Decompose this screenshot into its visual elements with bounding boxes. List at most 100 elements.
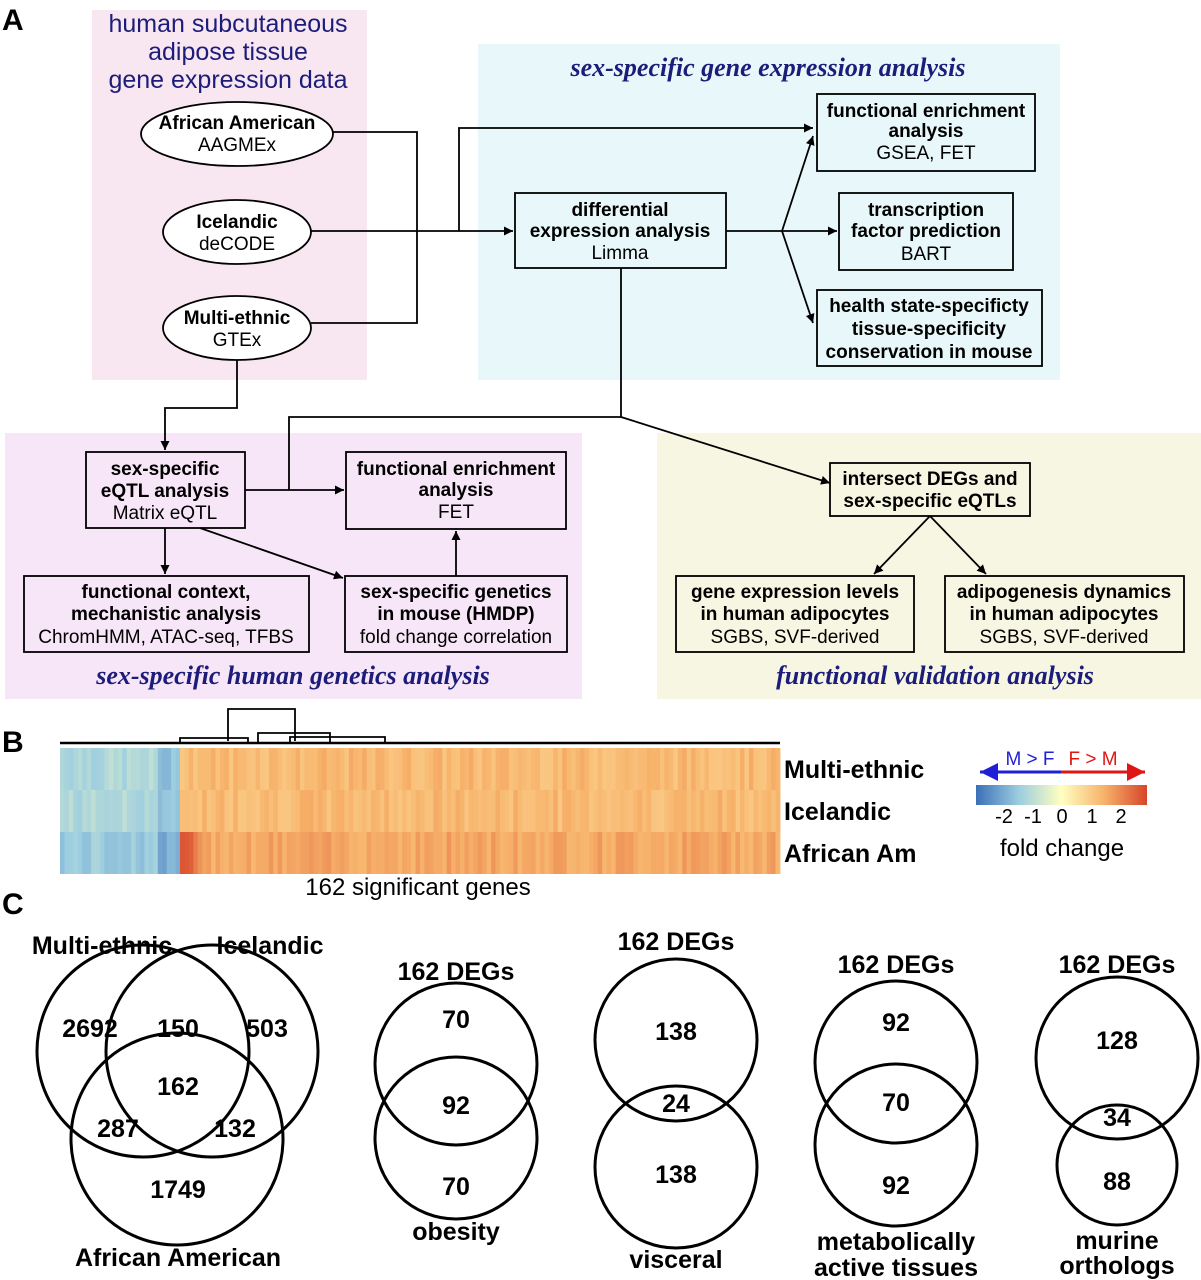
heatmap-cell xyxy=(397,790,403,832)
heatmap-cell xyxy=(104,748,110,790)
heatmap-cell xyxy=(415,832,421,874)
dendrogram-branch xyxy=(257,732,331,743)
heatmap-cell xyxy=(500,748,505,790)
node-title: conservation in mouse xyxy=(826,342,1033,363)
venn-value: 70 xyxy=(442,1173,470,1201)
heatmap-cell xyxy=(126,748,132,790)
heatmap-cell xyxy=(237,748,243,790)
heatmap-cell xyxy=(584,790,590,832)
data-title-line2: adipose tissue xyxy=(148,38,308,66)
heatmap-cell xyxy=(237,790,243,832)
heatmap-cell xyxy=(775,748,781,790)
heatmap-cell xyxy=(637,790,643,832)
heatmap-cell xyxy=(695,748,701,790)
heatmap-cell xyxy=(113,832,119,874)
heatmap-cell xyxy=(251,790,256,832)
heatmap-cell xyxy=(277,790,283,832)
heatmap-cell xyxy=(446,790,452,832)
heatmap-cell xyxy=(264,748,270,790)
venn-value: 92 xyxy=(882,1172,910,1200)
heatmap-cell xyxy=(95,832,101,874)
heatmap-cell xyxy=(642,790,648,832)
heatmap-cell xyxy=(566,790,572,832)
heatmap-cell xyxy=(668,790,674,832)
heatmap-cell xyxy=(500,832,505,874)
heatmap-cell xyxy=(380,748,385,790)
heatmap-cell xyxy=(126,790,132,832)
heatmap-cell xyxy=(717,748,723,790)
heatmap-cell xyxy=(602,790,608,832)
heatmap-cell xyxy=(766,748,772,790)
heatmap-cell xyxy=(326,748,332,790)
heatmap-cell xyxy=(655,748,661,790)
node-sub: SGBS, SVF-derived xyxy=(711,627,880,648)
arrow-to-mouse xyxy=(199,527,344,580)
heatmap-cell xyxy=(153,832,159,874)
node-title: health state-specificty xyxy=(829,296,1029,317)
heatmap-cell xyxy=(313,832,319,874)
heatmap-cell xyxy=(193,748,199,790)
heatmap-cell xyxy=(464,832,470,874)
heatmap-cell xyxy=(580,748,585,790)
heatmap-cell xyxy=(482,832,488,874)
venn-bottom-label: obesity xyxy=(412,1218,500,1246)
heatmap-cell xyxy=(491,832,496,874)
heatmap-cell xyxy=(77,832,83,874)
heatmap-cell xyxy=(264,832,270,874)
heatmap-cell xyxy=(308,832,314,874)
heatmap-cell xyxy=(335,832,341,874)
heatmap-cell xyxy=(268,832,274,874)
heatmap-cell xyxy=(193,832,199,874)
heatmap-cell xyxy=(393,790,399,832)
venn-value: 138 xyxy=(655,1161,697,1189)
heatmap-cell xyxy=(282,748,288,790)
heatmap-cell xyxy=(277,832,283,874)
heatmap-cell xyxy=(677,832,683,874)
heatmap-cell xyxy=(197,790,203,832)
heatmap-cell xyxy=(651,748,656,790)
heatmap-cell xyxy=(82,748,88,790)
heatmap-cell xyxy=(60,832,65,874)
heatmap-cell xyxy=(593,748,599,790)
node-title: in mouse (HMDP) xyxy=(377,604,534,625)
heatmap-cell xyxy=(135,832,141,874)
heatmap-cell xyxy=(442,748,448,790)
heatmap-cell xyxy=(615,748,621,790)
heatmap-cell xyxy=(468,790,474,832)
heatmap-cell xyxy=(295,832,301,874)
heatmap-cell xyxy=(380,832,385,874)
heatmap-cell xyxy=(584,832,590,874)
legend-title: fold change xyxy=(1000,835,1124,862)
heatmap-cell xyxy=(77,748,83,790)
heatmap-cell xyxy=(482,790,488,832)
cohort-source: AAGMEx xyxy=(198,135,277,156)
heatmap-cell xyxy=(544,748,550,790)
heatmap-cell xyxy=(548,748,554,790)
heatmap-cell xyxy=(64,832,70,874)
heatmap-cell xyxy=(660,748,665,790)
heatmap-cell xyxy=(637,748,643,790)
legend-tick: 0 xyxy=(1056,806,1067,828)
heatmap-cell xyxy=(691,790,696,832)
heatmap-cell xyxy=(126,832,132,874)
heatmap-cell xyxy=(291,748,296,790)
heatmap-row-label: African Am xyxy=(784,840,916,868)
heatmap-cell xyxy=(153,748,159,790)
heatmap-cell xyxy=(495,790,501,832)
fold-change-legend: M > F F > M -2 -1 0 1 2 fold change xyxy=(976,749,1147,862)
heatmap-cell xyxy=(157,790,163,832)
heatmap-cell xyxy=(246,832,252,874)
heatmap-cell xyxy=(322,748,328,790)
heatmap-cell xyxy=(446,832,452,874)
heatmap-cell xyxy=(388,748,394,790)
heatmap-cell xyxy=(215,790,221,832)
heatmap-cell xyxy=(424,832,430,874)
heatmap-cell xyxy=(468,748,474,790)
heatmap-cell xyxy=(197,748,203,790)
node-sub: SGBS, SVF-derived xyxy=(980,627,1149,648)
heatmap-cell xyxy=(384,748,390,790)
heatmap-cell xyxy=(286,790,292,832)
heatmap-cell xyxy=(348,790,354,832)
heatmap-cell xyxy=(406,790,412,832)
heatmap-cell xyxy=(508,748,514,790)
